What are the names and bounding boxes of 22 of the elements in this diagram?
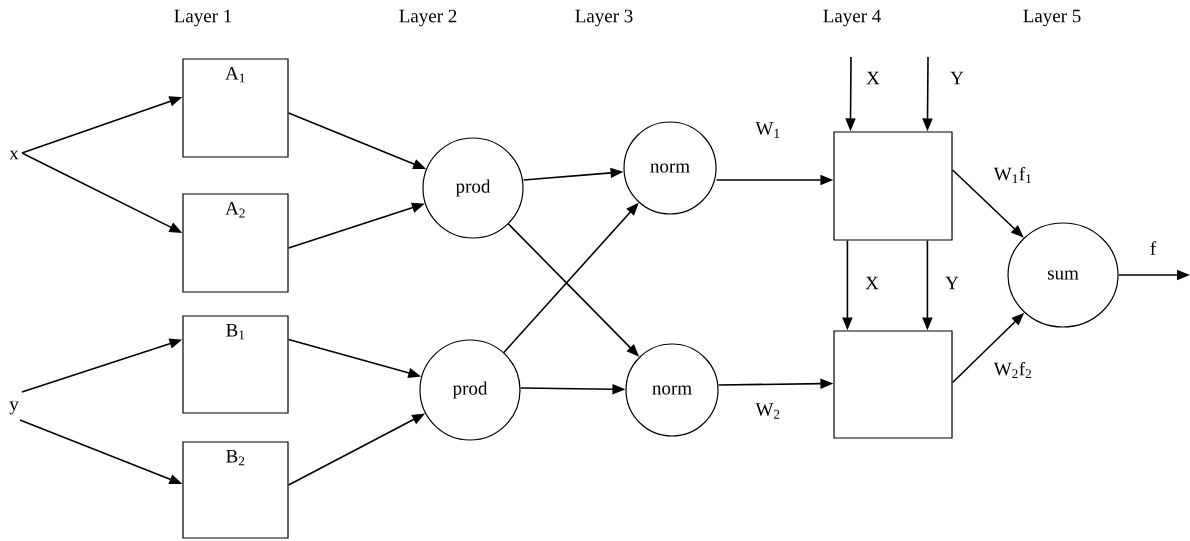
edge-label: W$_{1}$	[754, 121, 782, 139]
layer-label: Layer 4	[823, 9, 881, 27]
edge-label: W$_{1}$f$_{1}$	[992, 165, 1034, 185]
layer-label: Layer 3	[575, 9, 633, 27]
edge-label: W$_{2}$	[754, 402, 782, 420]
edge-label: Y	[949, 70, 965, 86]
edge-label: X	[865, 70, 881, 86]
edge-label: X	[864, 275, 880, 291]
input-label: x	[9, 150, 19, 160]
layer-label: Layer 1	[174, 9, 232, 27]
layer-label: Layer 2	[399, 9, 457, 27]
function-box: B$_{2}$	[182, 441, 289, 539]
input-label: y	[9, 401, 19, 415]
function-box: B$_{1}$	[182, 315, 289, 414]
edge-label: f	[1148, 240, 1158, 256]
edge-label: W$_{2}$f$_{2}$	[992, 360, 1034, 380]
box	[833, 330, 953, 439]
layer-label: Layer 5	[1023, 9, 1081, 27]
function-box: A$_{1}$	[182, 58, 289, 158]
function-box: A$_{2}$	[182, 193, 289, 293]
edge-label: Y	[944, 275, 960, 291]
box	[833, 131, 953, 241]
